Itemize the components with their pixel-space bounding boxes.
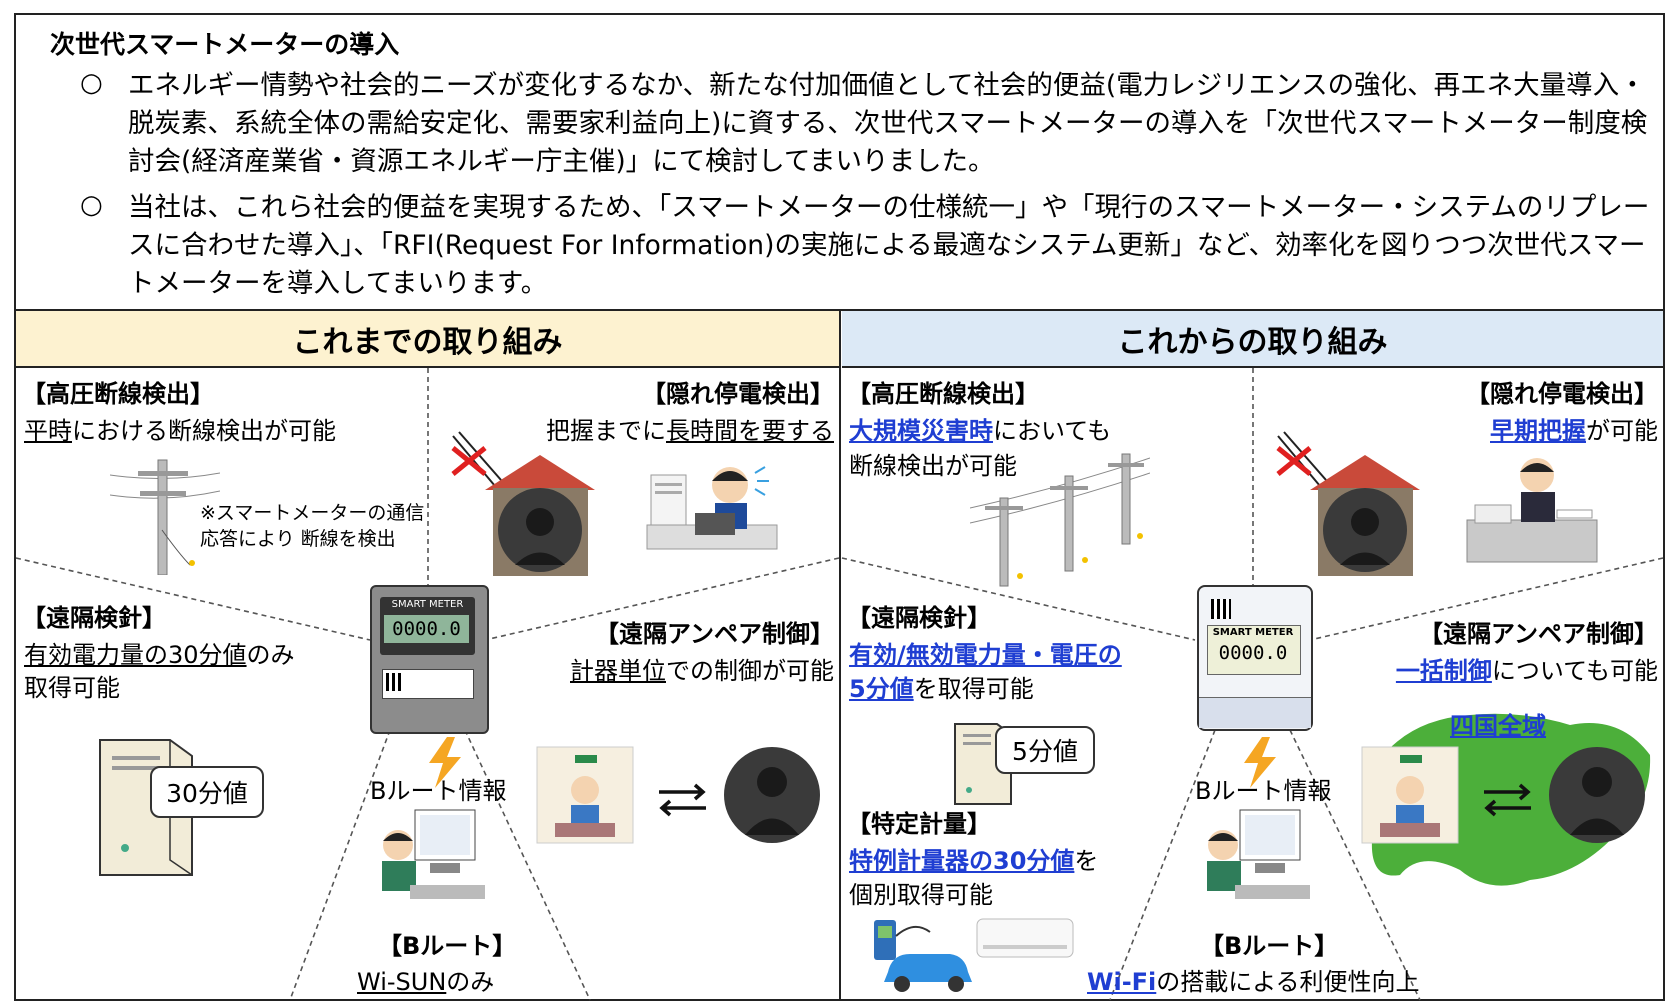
worried-worker-icon	[646, 466, 778, 550]
text: についても可能	[1491, 657, 1658, 685]
home-user-icon	[1361, 746, 1459, 844]
smart-meter-next: SMART METER 0000.0	[1197, 585, 1313, 731]
meter-reading: 0000.0	[384, 615, 469, 643]
right-hidden-outage-desc: 早期把握が可能	[1490, 415, 1658, 447]
left-hidden-outage-title: 【隠れ停電検出】	[642, 380, 834, 408]
left-remote-reading-desc: 有効電力量の30分値のみ	[24, 639, 295, 671]
left-high-voltage-desc: 平時における断線検出が可能	[24, 415, 336, 447]
right-remote-ampere-desc: 一括制御についても可能	[1396, 655, 1658, 687]
dark-house-icon	[724, 747, 820, 843]
text: の搭載による利便性向上	[1156, 968, 1420, 996]
left-b-route-title: 【Bルート】	[378, 932, 517, 960]
left-remote-reading-desc2: 取得可能	[24, 674, 120, 702]
pc-user-icon	[1207, 809, 1310, 899]
bullet-mark: ○	[80, 190, 103, 220]
dark-house-icon	[1276, 431, 1420, 576]
text: を	[1074, 847, 1099, 875]
right-panel-header: これからの取り組み	[842, 311, 1663, 368]
ev-charger-car-icon	[874, 920, 972, 992]
right-high-voltage-desc2: 断線検出が可能	[849, 452, 1017, 480]
right-remote-ampere-title: 【遠隔アンペア制御】	[1418, 620, 1658, 648]
text: を取得可能	[913, 675, 1034, 703]
text: のみ	[446, 968, 495, 996]
right-specific-metering-title: 【特定計量】	[847, 810, 991, 838]
text: での制御が可能	[666, 657, 834, 685]
smart-meter-current: SMART METER 0000.0	[370, 585, 489, 734]
bullet-text-1: エネルギー情勢や社会的ニーズが変化するなか、新たな付加価値として社会的便益(電力…	[128, 70, 1648, 177]
bidirectional-arrows-icon	[1484, 783, 1531, 817]
left-remote-ampere-title: 【遠隔アンペア制御】	[594, 620, 834, 648]
pc-user-icon	[382, 809, 485, 899]
meter-reading: 0000.0	[1218, 642, 1288, 664]
utility-poles-icon	[970, 453, 1150, 587]
text-underlined: 平時	[24, 417, 72, 445]
dark-house-icon	[451, 431, 595, 576]
utility-pole-icon	[110, 459, 220, 575]
text: においても	[993, 417, 1112, 445]
left-hidden-outage-desc: 把握までに長時間を要する	[546, 415, 834, 447]
text: が可能	[1586, 417, 1658, 445]
text-underlined: Wi-SUN	[357, 968, 447, 996]
server-label-5min: 5分値	[995, 726, 1095, 774]
text: における断線検出が可能	[72, 417, 336, 445]
page-title: 次世代スマートメーターの導入	[50, 30, 400, 59]
right-b-route-info: Bルート情報	[1195, 777, 1332, 805]
right-remote-reading-title: 【遠隔検針】	[847, 604, 991, 632]
left-note-line-2: 応答により 断線を検出	[200, 528, 396, 550]
bullet-text-2: 当社は、これら社会的便益を実現するため、「スマートメーターの仕様統一」や「現行の…	[128, 192, 1650, 299]
text-highlight: Wi-Fi	[1087, 968, 1157, 996]
left-remote-ampere-desc: 計器単位での制御が可能	[570, 655, 834, 687]
left-remote-reading-title: 【遠隔検針】	[22, 604, 166, 632]
meter-label: SMART METER	[391, 599, 464, 610]
qr-code-icon	[1211, 599, 1231, 619]
calm-worker-icon	[1466, 458, 1598, 563]
right-b-route-desc: Wi-Fiの搭載による利便性向上	[1087, 966, 1420, 998]
text: 把握までに	[546, 417, 666, 445]
right-hidden-outage-title: 【隠れ停電検出】	[1466, 380, 1658, 408]
panel-divider	[839, 311, 841, 1001]
text-highlight: 早期把握	[1490, 417, 1586, 445]
intro-box	[14, 13, 1665, 311]
text: のみ	[246, 641, 295, 669]
right-high-voltage-desc: 大規模災害時においても	[849, 415, 1111, 447]
left-b-route-desc: Wi-SUNのみ	[357, 966, 494, 998]
text-highlight: 四国全域	[1450, 712, 1546, 740]
right-specific-metering-desc2: 個別取得可能	[849, 881, 993, 909]
right-remote-reading-desc1: 有効/無効電力量・電圧の	[849, 639, 1122, 671]
text-highlight: 一括制御	[1395, 657, 1492, 685]
text-highlight: 特例計量器の30分値	[849, 847, 1075, 875]
qr-code-icon	[386, 673, 404, 691]
bullet-mark: ○	[80, 68, 103, 98]
right-specific-metering-desc: 特例計量器の30分値を	[849, 845, 1098, 877]
server-label-30min: 30分値	[150, 766, 264, 818]
bidirectional-arrows-icon	[659, 783, 706, 817]
right-remote-reading-desc2: 5分値を取得可能	[849, 673, 1034, 705]
right-high-voltage-title: 【高圧断線検出】	[847, 380, 1039, 408]
text-highlight: 5分値	[849, 675, 914, 703]
left-note-line-1: ※スマートメーターの通信	[200, 502, 425, 524]
left-high-voltage-title: 【高圧断線検出】	[22, 380, 214, 408]
left-panel-header: これまでの取り組み	[16, 311, 839, 368]
meter-label: SMART METER	[1212, 627, 1294, 638]
lightning-icon	[1244, 737, 1276, 788]
text-underlined: 計器単位	[570, 657, 666, 685]
home-user-icon	[536, 746, 634, 844]
text-highlight: 有効/無効電力量・電圧の	[849, 641, 1122, 669]
left-b-route-info: Bルート情報	[370, 777, 507, 805]
dark-house-icon	[1549, 747, 1645, 843]
text-underlined: 長時間を要する	[666, 417, 834, 445]
right-b-route-title: 【Bルート】	[1200, 932, 1339, 960]
text-highlight: 大規模災害時	[849, 417, 993, 445]
text-underlined: 有効電力量の30分値	[24, 641, 247, 669]
lightning-icon	[429, 737, 461, 788]
air-conditioner-icon	[976, 918, 1074, 958]
region-label: 四国全域	[1450, 710, 1546, 742]
